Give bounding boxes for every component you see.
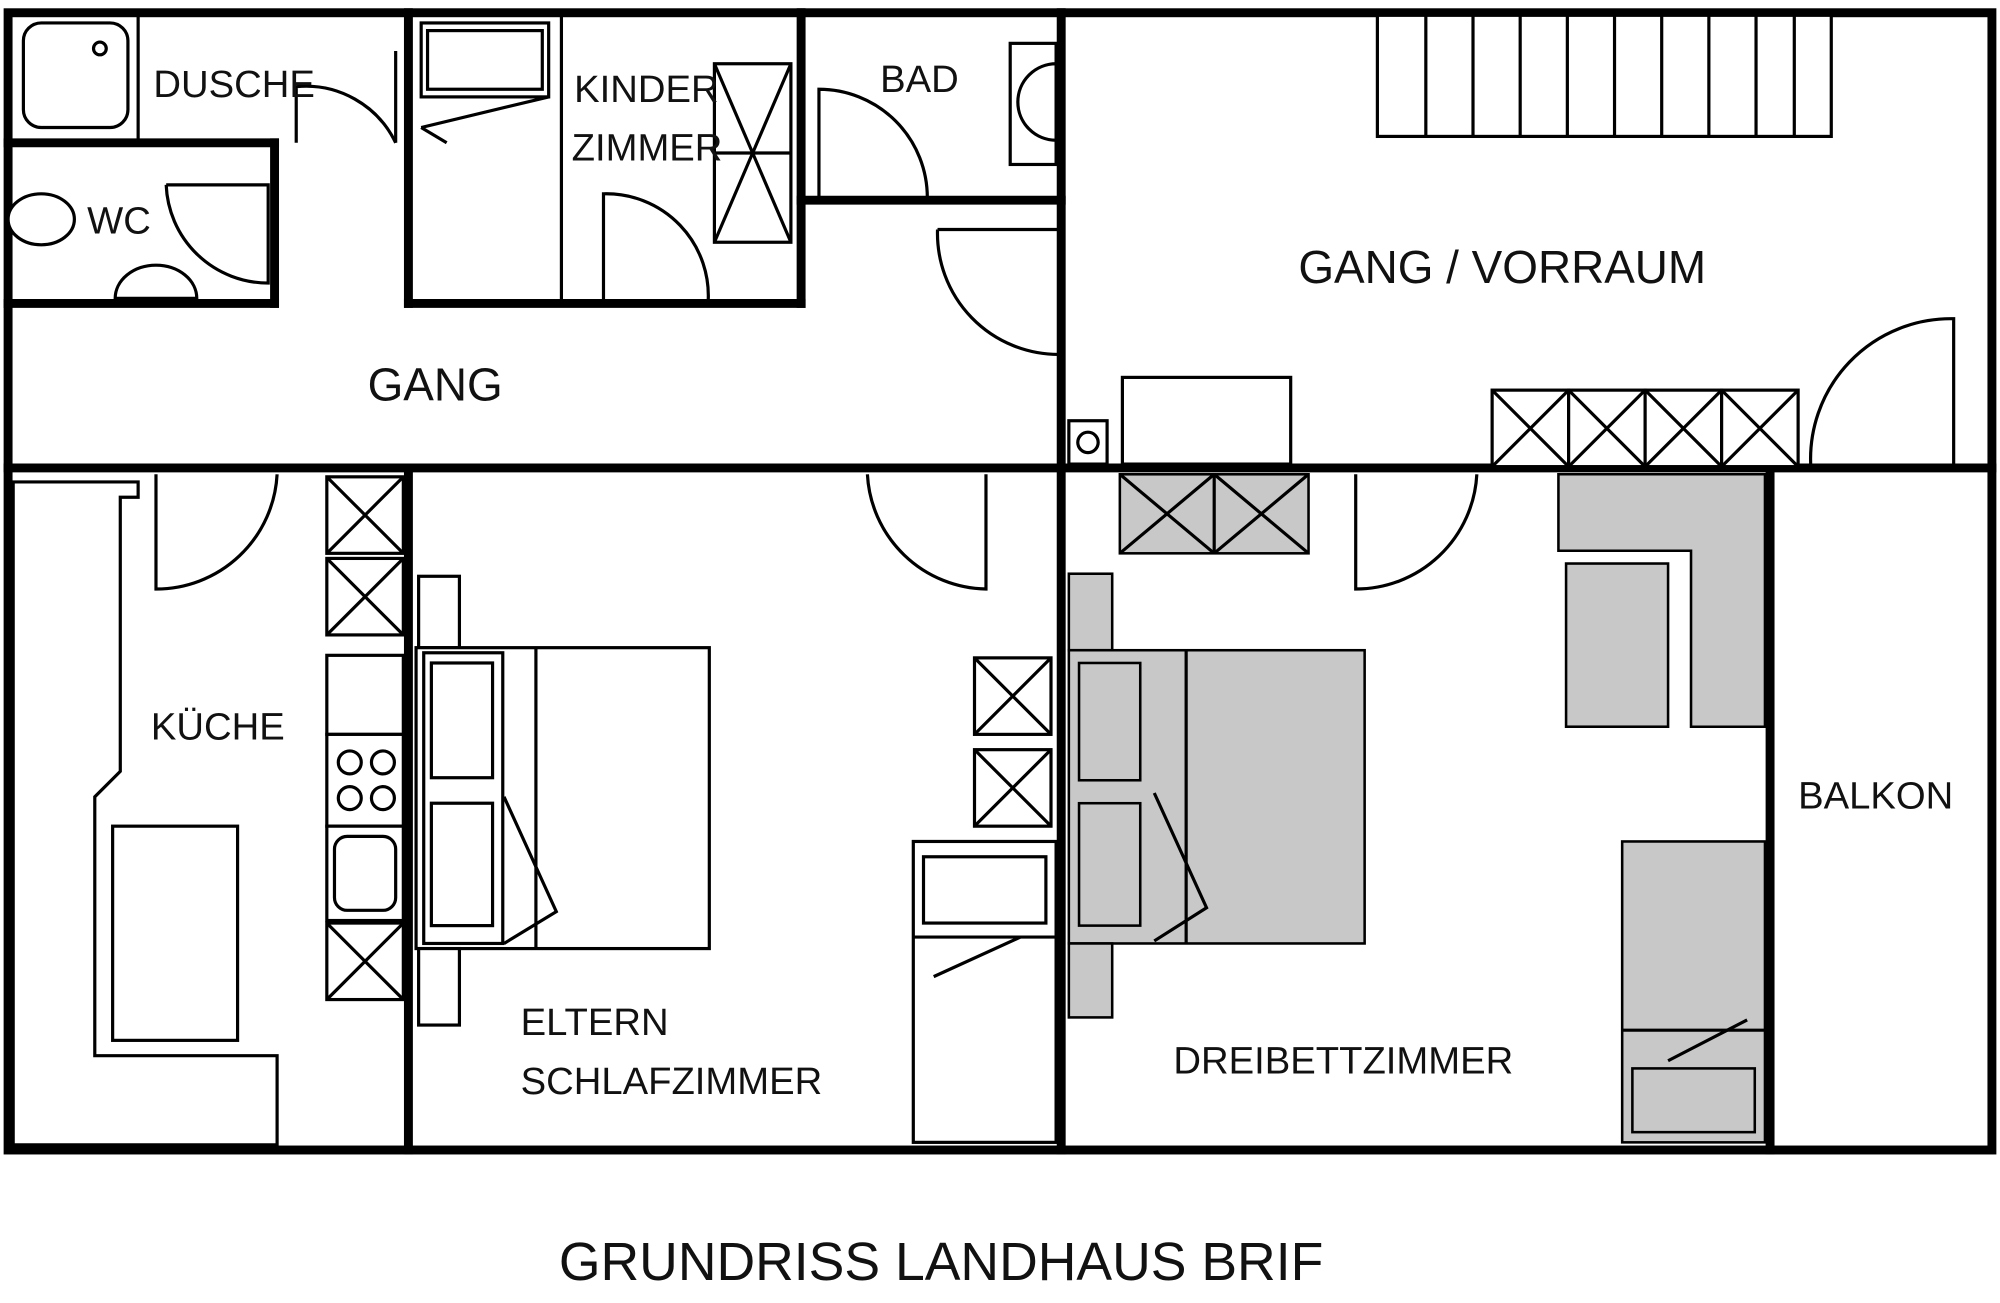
room-label-gang-vorraum: GANG / VORRAUM — [1298, 241, 1706, 293]
room-label-dusche: DUSCHE — [153, 63, 314, 106]
room-label-gang: GANG — [368, 358, 503, 410]
room-label-wc: WC — [87, 199, 151, 242]
doors — [154, 50, 1956, 591]
room-label-dreibettzimmer: DREIBETTZIMMER — [1173, 1040, 1513, 1083]
room-label-eltern-2: SCHLAFZIMMER — [521, 1060, 823, 1103]
room-label-bad: BAD — [880, 58, 959, 101]
room-label-kueche: KÜCHE — [151, 705, 285, 748]
plan-title: GRUNDRISS LANDHAUS BRIF — [559, 1233, 1323, 1292]
stairs-icon — [1375, 13, 1833, 139]
room-label-kinderzimmer-2: ZIMMER — [572, 127, 723, 170]
room-label-kinderzimmer-1: KINDER — [574, 68, 718, 111]
room-label-eltern-1: ELTERN — [521, 1001, 669, 1044]
room-label-balkon: BALKON — [1798, 774, 1953, 817]
furniture — [11, 473, 1767, 1147]
fixtures — [6, 13, 1833, 469]
